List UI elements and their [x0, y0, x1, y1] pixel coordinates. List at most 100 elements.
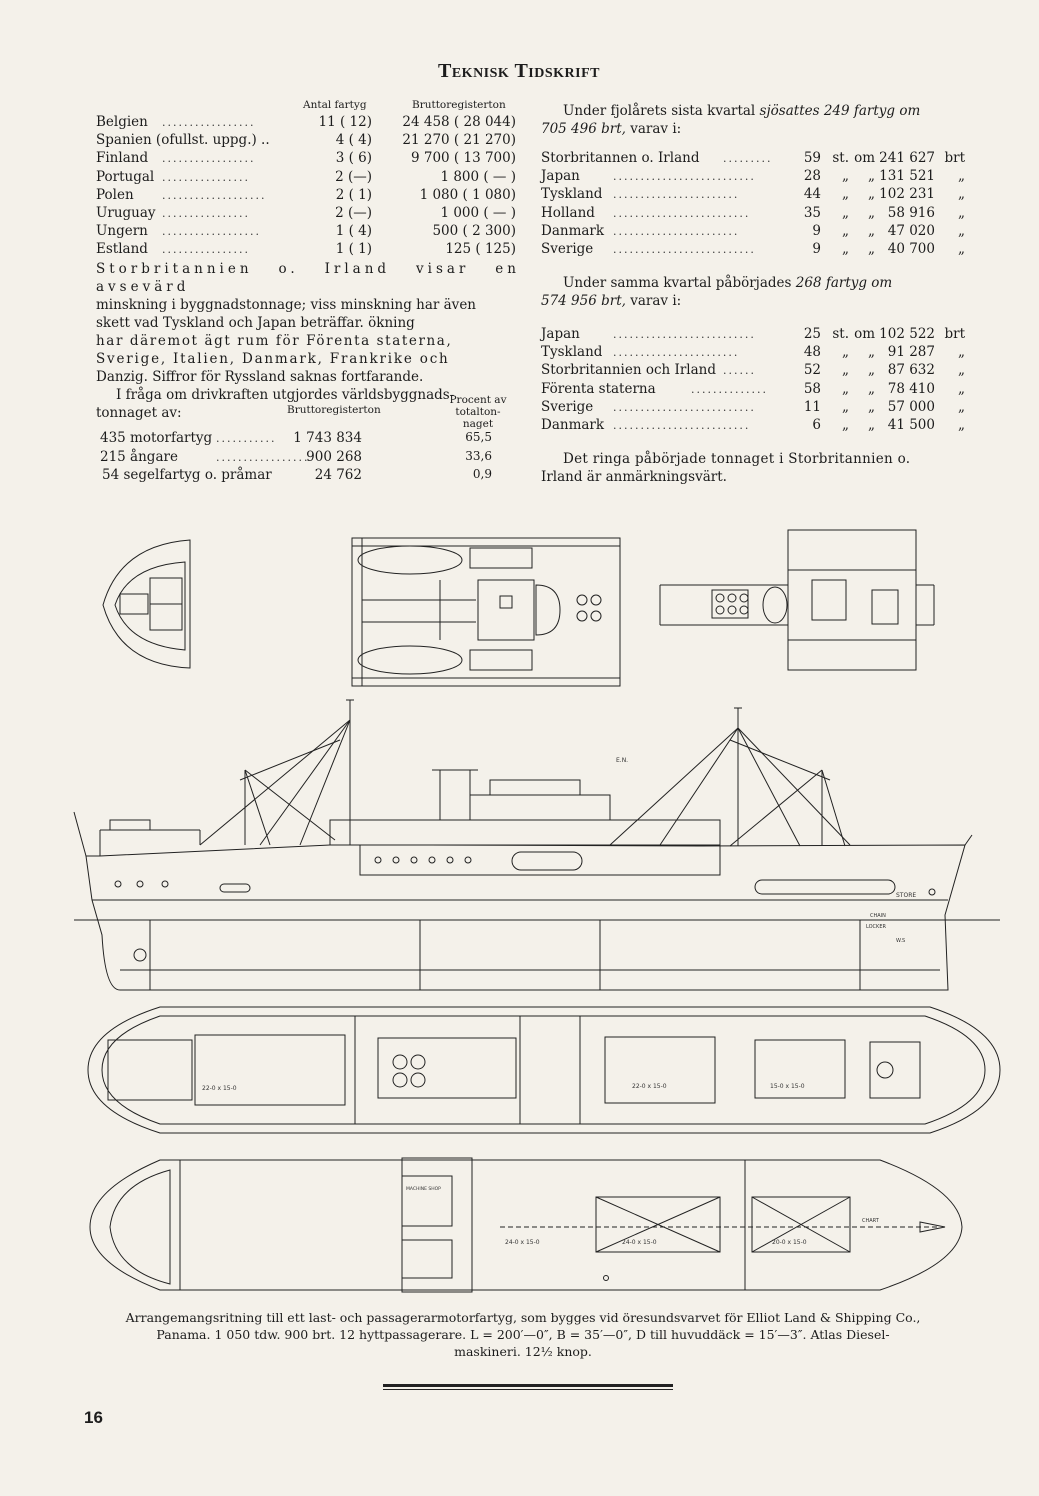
journal-title: Teknisk Tidskrift — [438, 60, 600, 82]
page-number: 16 — [84, 1408, 103, 1427]
table-row: Japan..........................28„„131 5… — [541, 168, 965, 186]
ship-count: 48 — [803, 344, 821, 361]
unit: „ — [842, 362, 849, 379]
om: „ — [868, 241, 875, 257]
label-hold-3: 15-0 x 15-0 — [770, 1083, 805, 1090]
leader-dots: .................. — [216, 450, 308, 464]
boat-deck-plan — [352, 538, 620, 686]
antal-value: 3 ( 6) — [335, 150, 372, 167]
percent-value: 0,9 — [472, 467, 492, 481]
country-name: Uruguay — [96, 205, 156, 221]
table1-col-antal: Antal fartyg — [303, 99, 367, 111]
para-line: skett vad Tyskland och Japan beträffar. … — [96, 315, 415, 331]
suffix: „ — [958, 398, 965, 415]
para-line: Sverige, Italien, Danmark, Frankrike och — [96, 351, 450, 367]
country-name: Spanien (ofullst. uppg.) .. — [96, 132, 270, 149]
intro-text: varav i: — [630, 293, 682, 309]
para-line: tonnaget av: — [96, 405, 182, 421]
om: „ — [868, 417, 875, 433]
leader-dots: ................... — [162, 188, 267, 202]
country-name: Finland — [96, 150, 149, 167]
table-row: Storbritannien och Irland......52„„87 63… — [541, 362, 965, 380]
leader-dots: ........... — [216, 432, 277, 445]
paragraph-decline: Storbritannien o. Irland visar en avsevä… — [96, 260, 520, 422]
brt-value: 1 000 ( — ) — [440, 205, 516, 221]
brt-value: 21 270 ( 21 270) — [402, 132, 516, 149]
country-name: Portugal — [96, 168, 155, 185]
ship-count: 52 — [803, 362, 821, 379]
leader-dots: ................ — [162, 170, 250, 184]
country-name: Belgien — [96, 114, 148, 130]
brt-value: 91 287 — [887, 344, 935, 361]
col-pct-line: totalton- — [455, 406, 501, 418]
unit: st. — [832, 326, 849, 342]
country-name: Sverige — [541, 398, 594, 415]
brt-value: 87 632 — [887, 362, 935, 379]
divider-rule — [383, 1384, 673, 1387]
table-row: Sverige..........................9„„40 7… — [541, 241, 965, 259]
label-locker: LOCKER — [866, 924, 886, 930]
table-row: Förenta staterna..............58„„78 410… — [541, 381, 965, 399]
brt-value: 41 500 — [887, 417, 935, 433]
leader-dots: .......................... — [613, 328, 756, 341]
leader-dots: ................. — [162, 116, 256, 129]
intro-text-italic: 705 496 brt, — [541, 121, 626, 137]
label-chart: CHART — [862, 1218, 880, 1224]
leader-dots: .......................... — [613, 170, 756, 184]
brt-value: 78 410 — [887, 380, 935, 397]
suffix: „ — [958, 362, 965, 379]
intro-text: Under samma kvartal påbörjades — [563, 275, 792, 291]
unit: „ — [842, 417, 849, 433]
table-row: Uruguay................2 (—)1 000 ( — ) — [96, 205, 520, 223]
figure-caption: Arrangemangsritning till ett last- och p… — [88, 1309, 958, 1360]
unit: „ — [842, 380, 849, 397]
brt-value: 24 458 ( 28 044) — [402, 114, 516, 130]
closing-paragraph: Det ringa påbörjade tonnaget i Storbrita… — [541, 450, 965, 486]
leader-dots: ................ — [162, 207, 250, 220]
table-row: Sverige..........................11„„57 … — [541, 399, 965, 417]
unit: „ — [842, 168, 849, 185]
suffix: „ — [958, 222, 965, 239]
country-name: Storbritannen o. Irland — [541, 150, 700, 166]
label-hold-1: 22-0 x 15-0 — [202, 1085, 237, 1092]
right-intro-1: Under fjolårets sista kvartal sjösattes … — [541, 102, 965, 138]
label-hold-6: 20-0 x 15-0 — [772, 1239, 807, 1246]
om: om — [854, 150, 875, 166]
country-name: Ungern — [96, 223, 148, 240]
leader-dots: ....................... — [613, 346, 740, 360]
hold-plan — [90, 1158, 962, 1292]
country-name: Polen — [96, 186, 134, 203]
country-name: Holland — [541, 204, 595, 221]
antal-value: 1 ( 1) — [335, 241, 372, 258]
country-name: Sverige — [541, 241, 594, 257]
table-row: Tyskland.......................48„„91 28… — [541, 344, 965, 362]
table-row: Tyskland.......................44„„102 2… — [541, 186, 965, 204]
brt-value: 900 268 — [306, 448, 362, 465]
country-name: Storbritannien och Irland — [541, 362, 716, 379]
table-row: Polen...................2 ( 1)1 080 ( 1 … — [96, 187, 520, 205]
intro-text: varav i: — [630, 121, 682, 137]
intro-text-italic: 268 fartyg om — [795, 275, 893, 291]
unit: „ — [842, 398, 849, 415]
leader-dots: ................ — [162, 243, 250, 257]
closing-line: Det ringa påbörjade tonnaget i Storbrita… — [563, 451, 911, 467]
om: „ — [868, 398, 875, 415]
suffix: „ — [958, 168, 965, 185]
country-name: Förenta staterna — [541, 380, 656, 397]
brt-value: 1 080 ( 1 080) — [419, 186, 516, 203]
om: „ — [868, 204, 875, 221]
divider-rule — [383, 1389, 673, 1390]
ship-count: 59 — [803, 150, 821, 166]
label-machine-shop: MACHINE SHOP — [406, 1186, 441, 1192]
om: „ — [868, 362, 875, 379]
antal-value: 4 ( 4) — [335, 132, 372, 149]
leader-dots: ......................... — [613, 419, 751, 432]
ship-count: 25 — [803, 326, 821, 342]
table-row: Danmark.......................9„„47 020„ — [541, 223, 965, 241]
antal-value: 2 (—) — [335, 168, 372, 185]
brt-value: 125 ( 125) — [445, 241, 516, 258]
label-hold-2: 22-0 x 15-0 — [632, 1083, 667, 1090]
country-name: Tyskland — [541, 186, 603, 203]
